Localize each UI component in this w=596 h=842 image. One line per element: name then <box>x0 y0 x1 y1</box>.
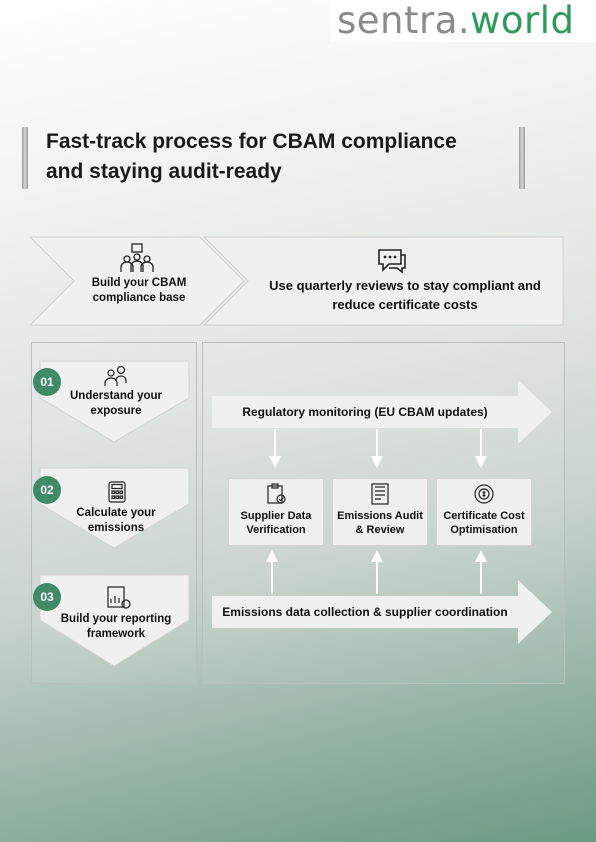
title-bar-left <box>22 127 28 189</box>
title-line-2: and staying audit-ready <box>46 160 282 183</box>
audit-document-icon <box>371 483 389 505</box>
step-label-03: Build your reporting framework <box>60 613 172 640</box>
box-label-certificate: Certificate Cost Optimisation <box>443 510 525 536</box>
step-badge-01: 01 <box>33 368 61 396</box>
step-badge-03: 03 <box>33 583 61 611</box>
step-label-01: Understand your exposure <box>69 390 162 417</box>
data-collection-arrow <box>212 580 552 644</box>
box-supplier-data-verification: Supplier Data Verification <box>228 478 324 546</box>
calculator-icon <box>108 481 126 503</box>
box-certificate-cost-optimisation: Certificate Cost Optimisation <box>436 478 532 546</box>
logo-text-world: world <box>470 0 575 42</box>
team-puzzle-icon <box>120 243 154 272</box>
regulatory-arrow <box>212 380 552 444</box>
chevron-step-1 <box>28 236 245 326</box>
step-badge-02: 02 <box>33 476 61 504</box>
page-title: Fast-track process for CBAM compliance a… <box>46 127 516 187</box>
box-label-audit: Emissions Audit & Review <box>337 510 423 536</box>
title-line-1: Fast-track process for CBAM compliance <box>46 130 457 153</box>
chat-bubble-icon <box>378 249 406 274</box>
sentra-world-logo: sentra.world <box>331 0 596 42</box>
top-left-label: Build your CBAM compliance base <box>91 277 187 304</box>
step-chevron-03 <box>39 574 190 667</box>
data-collection-arrow-label: Emissions data collection & supplier coo… <box>222 605 508 619</box>
top-right-label: Use quarterly reviews to stay compliant … <box>269 278 541 312</box>
title-bar-right <box>519 127 525 189</box>
logo-text-sentra: sentra. <box>337 0 471 42</box>
cost-cycle-icon <box>474 484 494 504</box>
step-label-02: Calculate your emissions <box>76 507 156 534</box>
top-band-chevrons <box>28 236 564 326</box>
chevron-step-2 <box>202 236 564 326</box>
box-label-supplier: Supplier Data Verification <box>240 510 312 536</box>
people-gear-icon <box>104 365 127 386</box>
box-emissions-audit-review: Emissions Audit & Review <box>332 478 428 546</box>
clipboard-check-icon <box>267 483 286 504</box>
regulatory-arrow-label: Regulatory monitoring (EU CBAM updates) <box>242 405 488 419</box>
report-chart-icon <box>107 586 131 609</box>
